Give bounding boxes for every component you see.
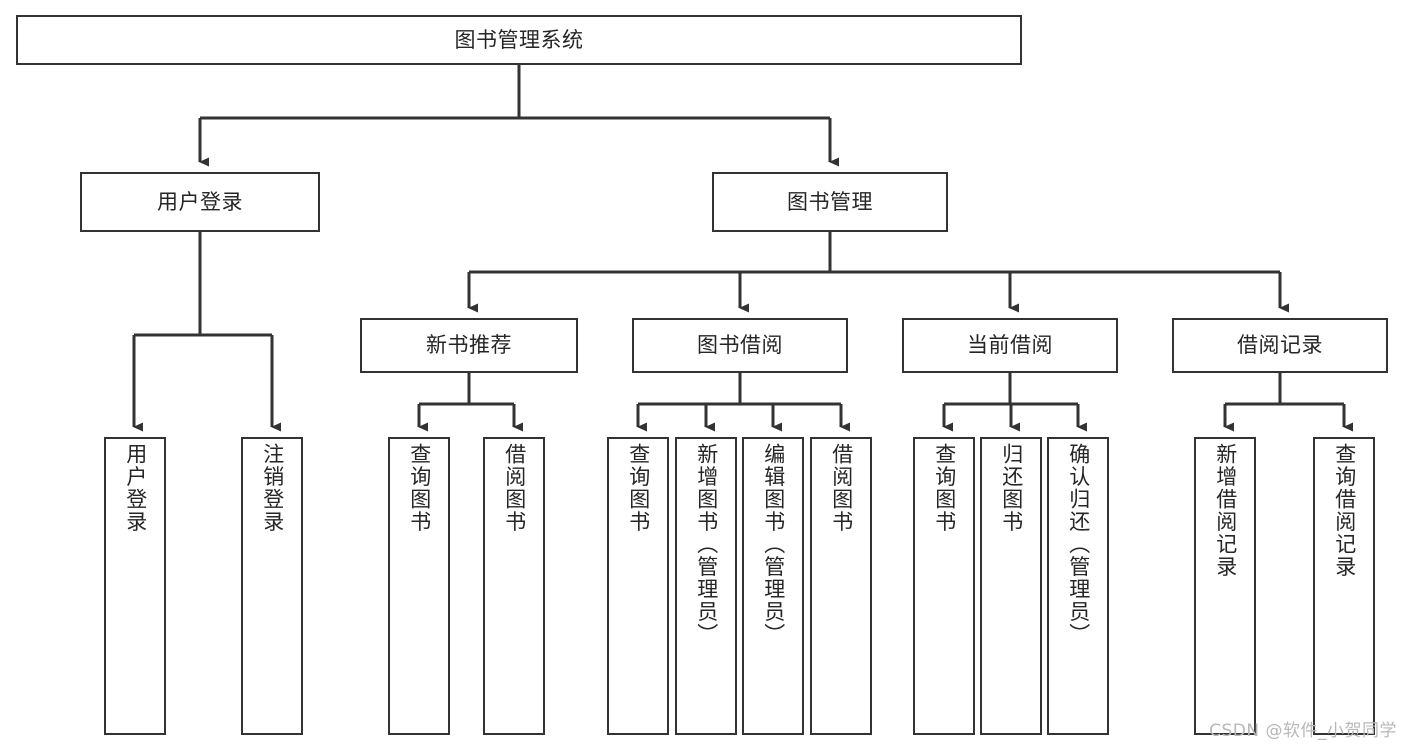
node-leaf-edit-book[interactable]: 编辑图书（管理员） (742, 437, 804, 735)
node-leaf-add-borrow-record-label: 新增借阅记录 (1213, 443, 1238, 578)
node-leaf-borrow-book-recommend-label: 借阅图书 (502, 443, 527, 533)
node-book-borrow-label: 图书借阅 (697, 333, 783, 358)
node-leaf-return-book[interactable]: 归还图书 (980, 437, 1042, 735)
node-leaf-add-book[interactable]: 新增图书（管理员） (675, 437, 737, 735)
node-leaf-query-borrow-record[interactable]: 查询借阅记录 (1313, 437, 1375, 735)
node-root[interactable]: 图书管理系统 (16, 15, 1022, 65)
node-user-login-label: 用户登录 (157, 189, 243, 214)
node-leaf-user-login[interactable]: 用户登录 (104, 437, 166, 735)
node-book-manage-label: 图书管理 (787, 189, 873, 214)
node-leaf-borrow-book[interactable]: 借阅图书 (810, 437, 872, 735)
node-book-borrow[interactable]: 图书借阅 (632, 318, 848, 373)
node-leaf-query-book-recommend[interactable]: 查询图书 (388, 437, 450, 735)
node-user-login[interactable]: 用户登录 (80, 172, 320, 232)
node-book-manage[interactable]: 图书管理 (712, 172, 948, 232)
node-leaf-logout-label: 注销登录 (260, 443, 285, 533)
node-leaf-query-book-recommend-label: 查询图书 (407, 443, 432, 533)
node-leaf-borrow-book-recommend[interactable]: 借阅图书 (483, 437, 545, 735)
node-leaf-return-book-label: 归还图书 (999, 443, 1024, 533)
node-leaf-query-book-borrow[interactable]: 查询图书 (607, 437, 669, 735)
node-current-borrow[interactable]: 当前借阅 (902, 318, 1118, 373)
node-borrow-record-label: 借阅记录 (1237, 333, 1323, 358)
node-leaf-user-login-label: 用户登录 (123, 443, 148, 533)
node-leaf-confirm-return-label: 确认归还（管理员） (1066, 443, 1091, 646)
node-leaf-edit-book-label: 编辑图书（管理员） (761, 443, 786, 646)
node-new-book-recommend-label: 新书推荐 (426, 333, 512, 358)
node-leaf-query-book-current-label: 查询图书 (932, 443, 957, 533)
node-leaf-query-book-current[interactable]: 查询图书 (913, 437, 975, 735)
node-leaf-add-borrow-record[interactable]: 新增借阅记录 (1194, 437, 1256, 735)
node-leaf-add-book-label: 新增图书（管理员） (694, 443, 719, 646)
node-root-label: 图书管理系统 (454, 27, 584, 52)
node-current-borrow-label: 当前借阅 (967, 333, 1053, 358)
node-borrow-record[interactable]: 借阅记录 (1172, 318, 1388, 373)
node-leaf-borrow-book-label: 借阅图书 (829, 443, 854, 533)
node-leaf-query-borrow-record-label: 查询借阅记录 (1332, 443, 1357, 578)
node-leaf-logout[interactable]: 注销登录 (241, 437, 303, 735)
node-leaf-confirm-return[interactable]: 确认归还（管理员） (1047, 437, 1109, 735)
node-leaf-query-book-borrow-label: 查询图书 (626, 443, 651, 533)
node-new-book-recommend[interactable]: 新书推荐 (360, 318, 578, 373)
